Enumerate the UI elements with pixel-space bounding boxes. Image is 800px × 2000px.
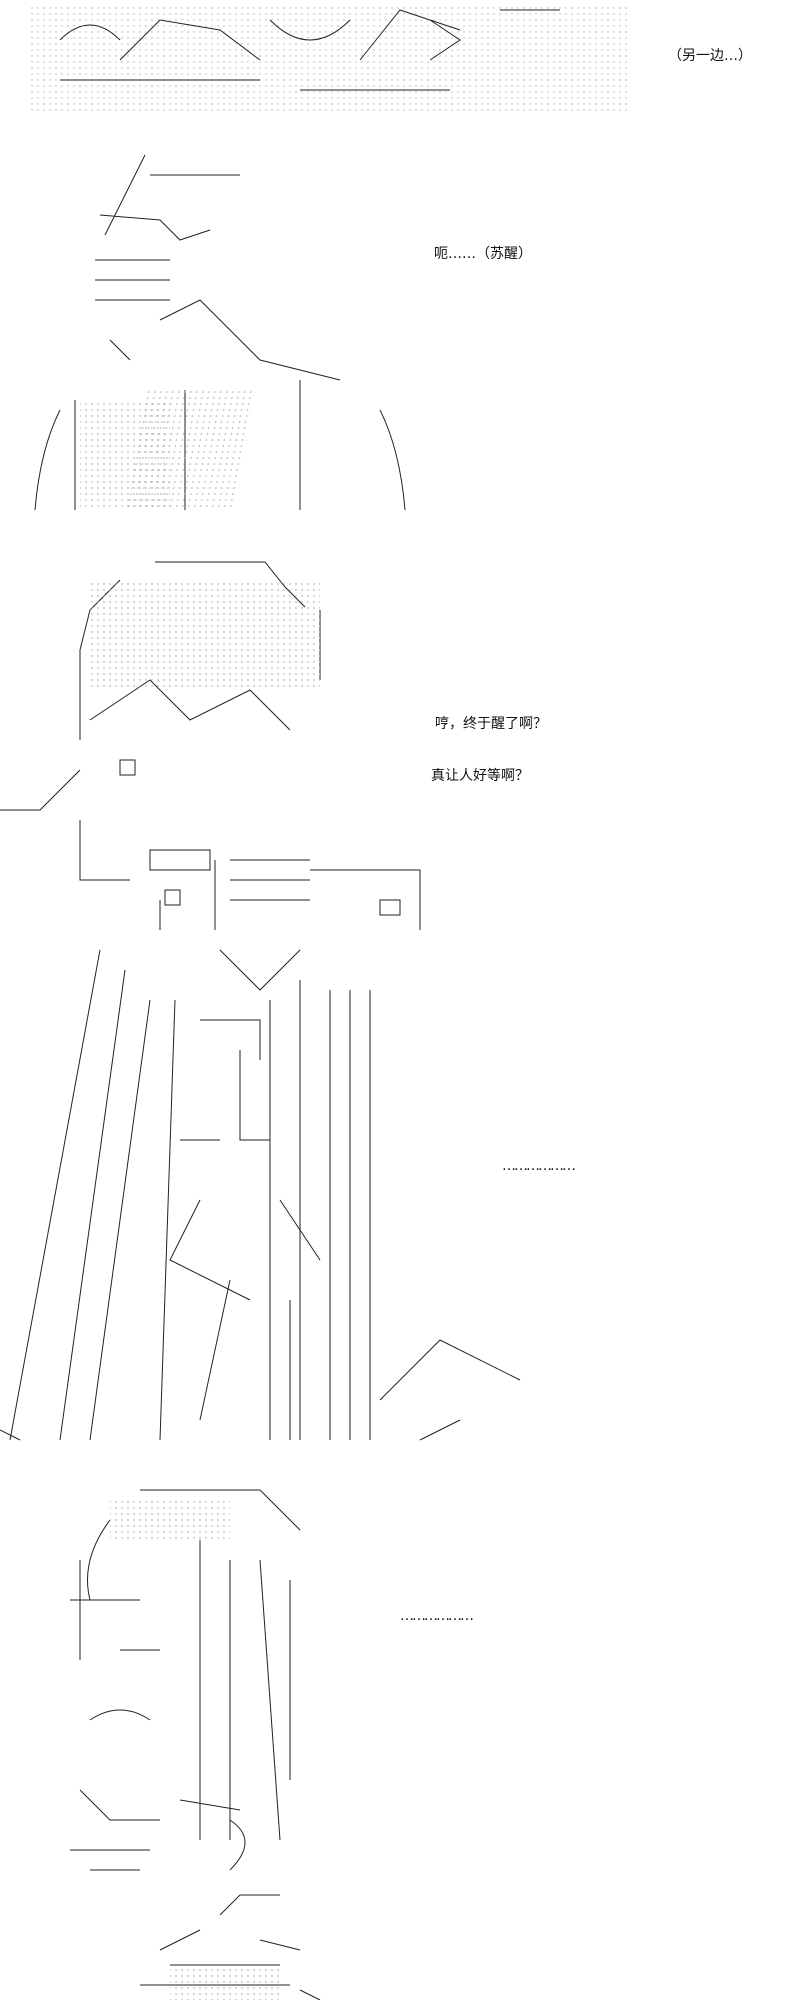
panel3-art — [0, 561, 421, 930]
ellipsis-caption: ……………… — [400, 1608, 474, 1624]
dialogue-line: 真让人好等啊？ — [431, 768, 529, 784]
panel6-art — [140, 1894, 321, 2000]
dialogue-line: 呃……（苏醒） — [434, 246, 532, 262]
dialogue-line: 哼，终于醒了啊？ — [435, 716, 547, 732]
scene-caption: （另一边…） — [668, 48, 752, 64]
panel5-art — [70, 1489, 301, 1871]
ellipsis-caption: ……………… — [502, 1158, 576, 1174]
panel1-art — [30, 5, 630, 115]
panel4-art — [0, 949, 521, 1441]
panel2-art — [34, 154, 406, 511]
